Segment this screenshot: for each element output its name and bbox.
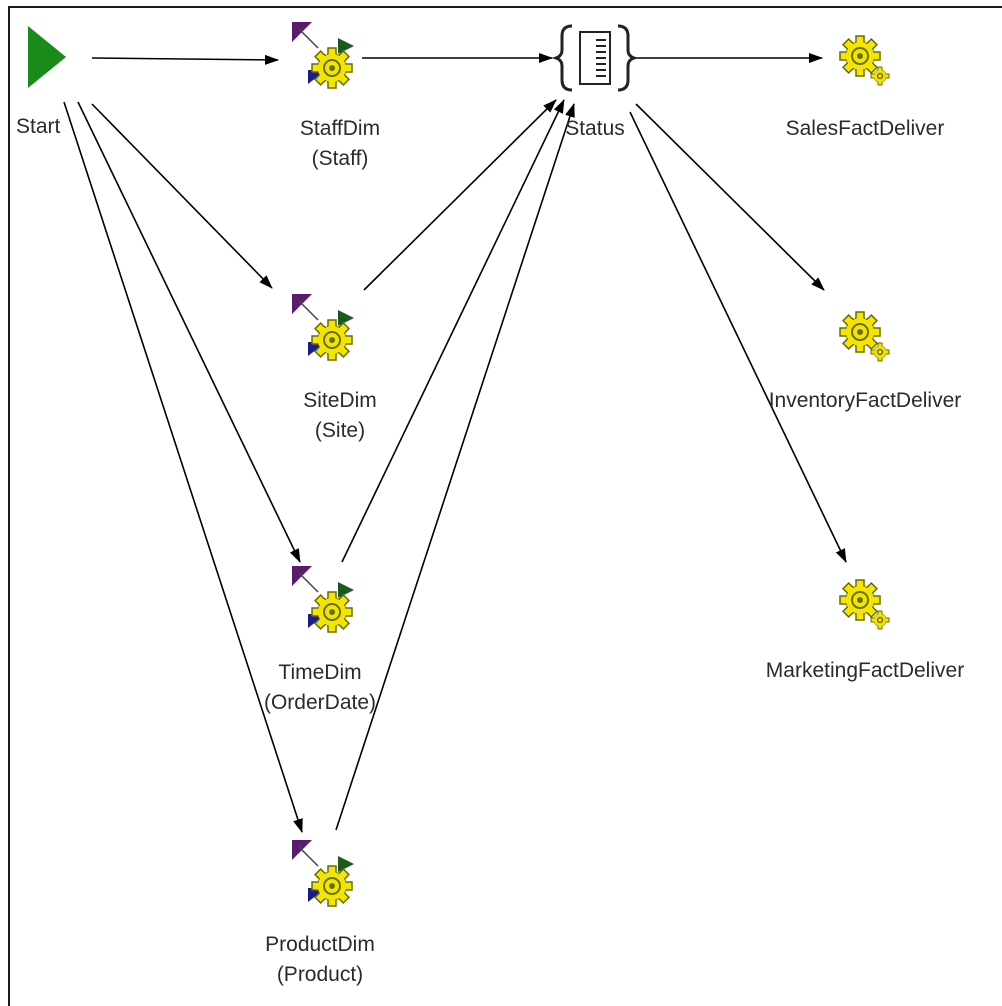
node-label: Status bbox=[565, 117, 625, 140]
node-label: ProductDim bbox=[265, 933, 375, 956]
node-label: MarketingFactDeliver bbox=[765, 659, 965, 682]
node-inventoryfactdeliver[interactable]: InventoryFactDeliver bbox=[730, 298, 1000, 428]
node-label: SiteDim bbox=[303, 389, 377, 412]
dimension-gear-icon bbox=[288, 18, 368, 98]
dimension-gear-icon bbox=[288, 290, 368, 370]
edge-start-to-time[interactable] bbox=[77, 101, 301, 563]
node-salesfactdeliver[interactable]: SalesFactDeliver bbox=[750, 22, 980, 152]
edge-status-to-inventory[interactable] bbox=[635, 103, 825, 291]
node-sublabel: (Staff) bbox=[311, 147, 369, 170]
node-label: StaffDim bbox=[299, 117, 381, 140]
fact-gear-icon bbox=[830, 566, 910, 646]
node-label: InventoryFactDeliver bbox=[768, 389, 962, 412]
node-timedim[interactable]: TimeDim (OrderDate) bbox=[220, 562, 420, 732]
status-brace-list-icon bbox=[551, 24, 639, 92]
node-marketingfactdeliver[interactable]: MarketingFactDeliver bbox=[730, 566, 1000, 696]
fact-gear-icon bbox=[830, 22, 910, 102]
dimension-gear-icon bbox=[288, 836, 368, 916]
node-label: TimeDim bbox=[278, 661, 362, 684]
edge-time-to-status[interactable] bbox=[341, 99, 565, 563]
node-status[interactable]: Status bbox=[540, 20, 650, 150]
start-icon bbox=[28, 26, 66, 88]
edge-status-to-marketing[interactable] bbox=[629, 111, 847, 563]
node-sublabel: (Product) bbox=[276, 963, 364, 986]
edge-site-to-status[interactable] bbox=[363, 99, 557, 291]
node-sublabel: (OrderDate) bbox=[263, 691, 377, 714]
edge-start-to-product[interactable] bbox=[63, 101, 303, 833]
node-productdim[interactable]: ProductDim (Product) bbox=[220, 836, 420, 996]
node-staffdim[interactable]: StaffDim (Staff) bbox=[240, 18, 440, 188]
edge-start-to-staff[interactable] bbox=[91, 54, 279, 65]
edge-product-to-status[interactable] bbox=[335, 103, 575, 831]
node-sitedim[interactable]: SiteDim (Site) bbox=[240, 290, 440, 460]
fact-gear-icon bbox=[830, 298, 910, 378]
node-label: Start bbox=[16, 115, 61, 138]
dimension-gear-icon bbox=[288, 562, 368, 642]
node-label: SalesFactDeliver bbox=[785, 117, 945, 140]
node-start[interactable]: Start bbox=[16, 22, 82, 142]
edge-start-to-site[interactable] bbox=[91, 103, 273, 289]
canvas-border bbox=[8, 6, 1002, 1006]
node-sublabel: (Site) bbox=[314, 419, 366, 442]
